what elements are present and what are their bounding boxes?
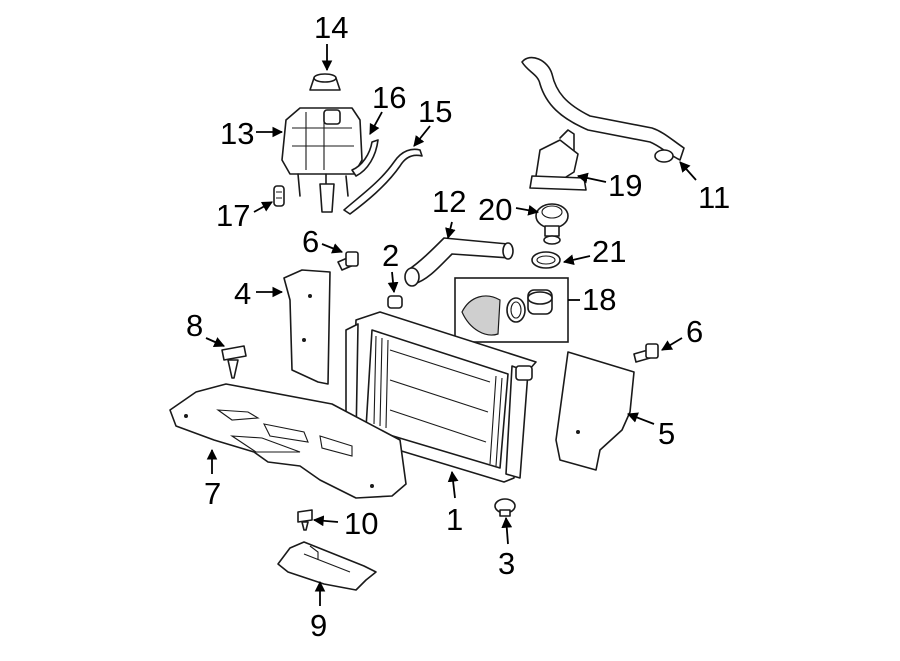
callout-13: 13 <box>220 116 254 151</box>
splash-shield-part <box>277 541 377 591</box>
push-pin-part <box>221 345 247 379</box>
reservoir-hose-part <box>343 148 423 215</box>
left-baffle-part <box>283 269 331 385</box>
retainer-bolt-part <box>297 509 313 531</box>
callout-5: 5 <box>658 416 675 451</box>
right-baffle-part <box>555 351 635 471</box>
thermostat-housing-part <box>529 129 587 191</box>
thermostat-part <box>535 203 569 245</box>
fitting-kit-box <box>454 277 569 343</box>
callout-19: 19 <box>608 168 642 203</box>
callout-8: 8 <box>186 308 203 343</box>
callout-11: 11 <box>698 180 730 215</box>
callout-labels: 14 13 16 15 17 6 2 4 8 7 12 20 19 11 21 … <box>186 10 730 643</box>
callout-18: 18 <box>582 282 616 317</box>
upper-radiator-hose-part <box>521 56 685 163</box>
callout-6-right: 6 <box>686 314 703 349</box>
callout-10: 10 <box>344 506 378 541</box>
overflow-hose-part <box>351 139 379 177</box>
callout-2: 2 <box>382 238 399 273</box>
callout-16: 16 <box>372 80 406 115</box>
drain-plug-part <box>387 295 403 309</box>
callout-21: 21 <box>592 234 626 269</box>
callout-3: 3 <box>498 546 515 581</box>
coolant-reservoir-part <box>281 107 363 213</box>
reservoir-fitting-part <box>273 185 285 207</box>
callout-4: 4 <box>234 276 251 311</box>
reservoir-cap-part <box>309 73 341 91</box>
lower-radiator-hose-part <box>404 237 514 287</box>
lower-air-deflector-part <box>169 383 407 499</box>
callout-20: 20 <box>478 192 512 227</box>
callout-17: 17 <box>216 198 250 233</box>
grommet-part <box>494 498 516 517</box>
callout-6-left: 6 <box>302 224 319 259</box>
bolt-right-part <box>633 343 659 363</box>
callout-14: 14 <box>314 10 348 45</box>
callout-12: 12 <box>432 184 466 219</box>
thermostat-gasket-part <box>531 251 561 269</box>
callout-15: 15 <box>418 94 452 129</box>
callout-1: 1 <box>446 502 463 537</box>
callout-9: 9 <box>310 608 327 643</box>
leader-lines <box>205 44 697 606</box>
bolt-left-part <box>337 251 359 271</box>
callout-7: 7 <box>204 476 221 511</box>
